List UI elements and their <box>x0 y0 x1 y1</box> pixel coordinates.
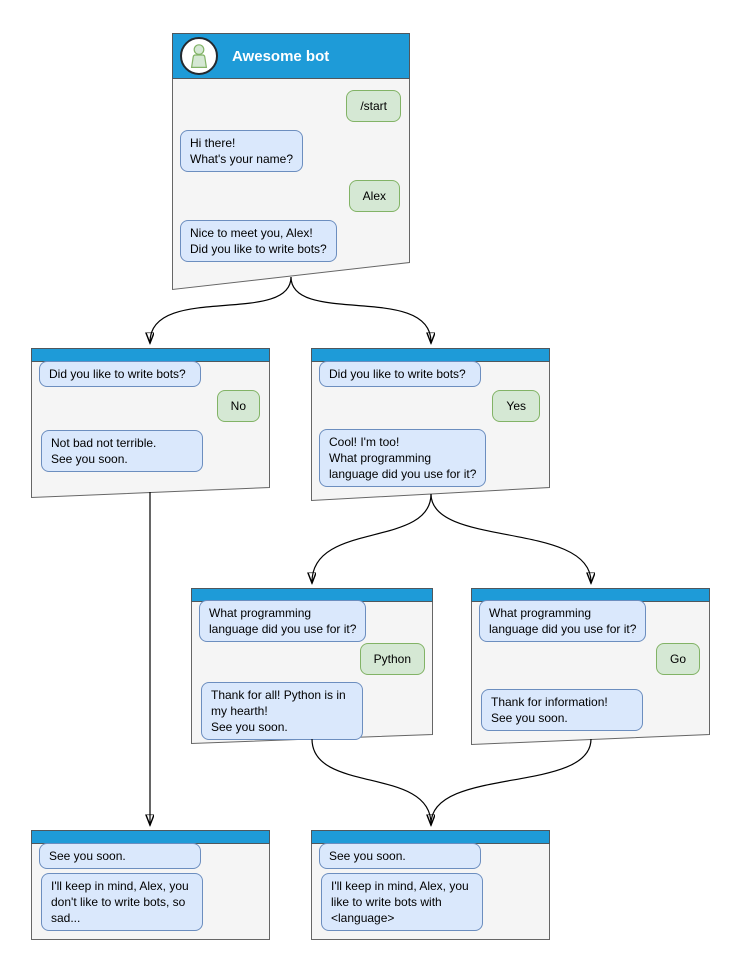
bot-message: See you soon. <box>39 843 201 869</box>
bot-message: Hi there! What's your name? <box>180 130 304 172</box>
person-icon <box>190 44 208 68</box>
chat-window-yes: Did you like to write bots? Yes Cool! I'… <box>311 348 550 502</box>
chat-window-python: What programming language did you use fo… <box>191 588 433 745</box>
bot-message: I'll keep in mind, Alex, you don't like … <box>41 873 203 931</box>
arrow-go-to-end <box>430 738 592 825</box>
bot-message: Did you like to write bots? <box>319 361 481 387</box>
arrow-yes-to-python <box>312 493 432 582</box>
chat-window-end-no: See you soon. I'll keep in mind, Alex, y… <box>31 830 270 940</box>
bot-message: Not bad not terrible. See you soon. <box>41 430 203 472</box>
bot-message: What programming language did you use fo… <box>199 600 367 642</box>
arrow-python-to-end <box>311 738 431 824</box>
user-message: Python <box>359 643 425 675</box>
bot-message: Thank for information! See you soon. <box>481 689 643 731</box>
chat-window-no: Did you like to write bots? No Not bad n… <box>31 348 270 499</box>
chat-window-start: Awesome bot /start Hi there! What's your… <box>172 33 410 291</box>
bot-avatar <box>180 37 218 75</box>
bot-message: Thank for all! Python is in my hearth! S… <box>201 682 363 740</box>
user-message: No <box>216 390 260 422</box>
bot-message: Nice to meet you, Alex! Did you like to … <box>180 220 337 262</box>
bot-message: Did you like to write bots? <box>39 361 201 387</box>
chat-window-end-yes: See you soon. I'll keep in mind, Alex, y… <box>311 830 550 940</box>
user-message: /start <box>346 90 401 122</box>
arrow-yes-to-go <box>430 493 591 582</box>
bot-name: Awesome bot <box>232 47 330 65</box>
user-message: Yes <box>492 390 540 422</box>
chat-window-go: What programming language did you use fo… <box>471 588 710 746</box>
user-message: Go <box>655 643 700 675</box>
bot-message: What programming language did you use fo… <box>479 600 647 642</box>
bot-message: See you soon. <box>319 843 481 869</box>
user-message: Alex <box>348 180 400 212</box>
bot-message: Cool! I'm too! What programming language… <box>319 429 487 487</box>
bot-message: I'll keep in mind, Alex, you like to wri… <box>321 873 483 931</box>
